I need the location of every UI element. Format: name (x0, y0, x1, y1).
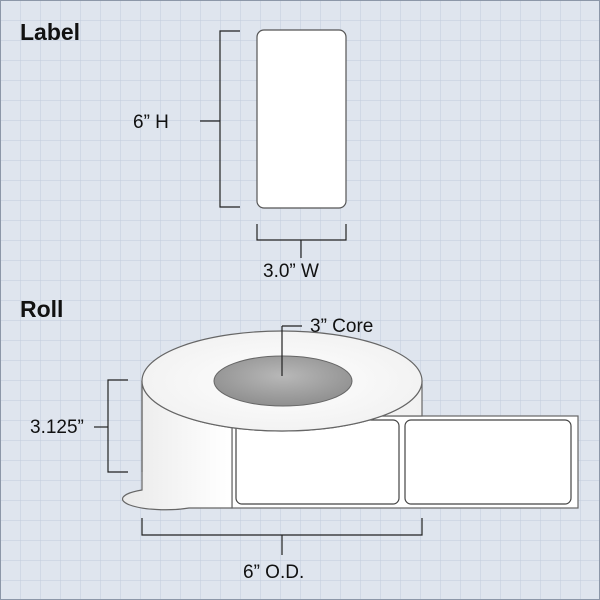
roll-width-bracket (107, 379, 128, 473)
strip-label-1 (235, 419, 400, 505)
label-heading: Label (20, 19, 81, 45)
roll-heading: Roll (20, 296, 64, 322)
label-shape (256, 29, 347, 209)
core-text: 3” Core (310, 316, 374, 337)
roll-core (213, 355, 353, 407)
roll-width-text: 3.125” (30, 417, 84, 438)
label-height-bracket (219, 30, 240, 208)
strip-label-2 (404, 419, 572, 505)
roll-od-text: 6” O.D. (243, 562, 305, 583)
label-height-text: 6” H (133, 112, 169, 133)
label-width-text: 3.0” W (263, 261, 319, 282)
